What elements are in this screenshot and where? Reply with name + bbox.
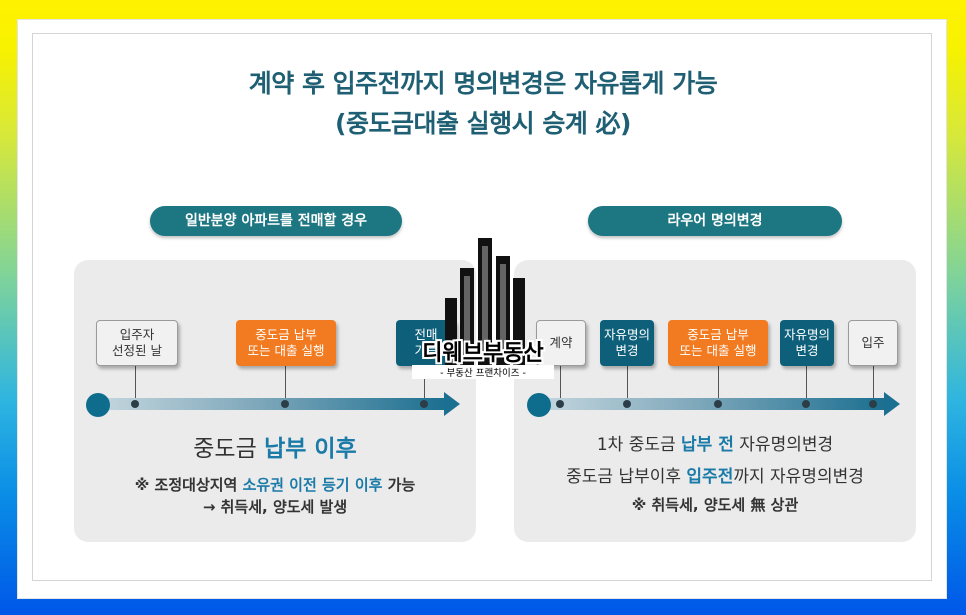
left-timeline-start [86,393,110,417]
left-timeline-dot-3 [420,400,428,408]
left-connector-2 [285,366,286,404]
right-step-payment: 중도금 납부 또는 대출 실행 [668,320,768,366]
right-connector-3 [718,366,719,404]
right-step-name-change-1: 자유명의 변경 [600,320,654,366]
left-connector-1 [135,366,136,404]
right-timeline-dot-2 [623,400,631,408]
right-line-1: 1차 중도금 납부 전 자유명의변경 [514,430,916,455]
left-main-highlight: 납부 이후 [264,436,357,462]
left-timeline-dot-1 [131,400,139,408]
right-line-1-suffix: 자유명의변경 [733,435,834,455]
right-timeline-dot-3 [714,400,722,408]
right-connector-1 [560,366,561,404]
left-main-prefix: 중도금 [193,436,265,462]
left-note-2: → 취득세, 양도세 발생 [202,498,348,516]
left-note-suffix: 가능 [382,476,416,494]
left-step-payment: 중도금 납부 또는 대출 실행 [236,320,336,366]
left-timeline-bar [100,398,446,410]
left-timeline-arrow [444,392,460,416]
right-line-1-prefix: 1차 중도금 [596,435,682,455]
left-main-text: 중도금 납부 이후 [74,429,476,463]
right-connector-2 [627,366,628,404]
right-line-1-highlight: 납부 전 [681,435,734,455]
right-note: ※ 취득세, 양도세 無 상관 [631,496,799,514]
title-line-1: 계약 후 입주전까지 명의변경은 자유롭게 가능 [248,69,718,98]
left-section-pill: 일반분양 아파트를 전매할 경우 [150,206,402,236]
watermark-name: 디웨브부동산 [422,341,544,366]
left-note-highlight: 소유권 이전 등기 이후 [242,476,383,494]
left-note: ※ 조정대상지역 소유권 이전 등기 이후 가능 [74,474,476,495]
right-line-2-prefix: 중도금 납부이후 [566,467,687,487]
right-step-move-in: 입주 [848,320,898,366]
left-connector-3 [424,366,425,404]
left-step-selected-day: 입주자 선정된 날 [96,320,178,366]
building-logo-icon [445,238,525,368]
card-border [32,33,932,581]
right-timeline-dot-1 [556,400,564,408]
right-step-name-change-2: 자유명의 변경 [780,320,834,366]
right-line-2-highlight: 입주전 [686,467,734,487]
right-connector-4 [806,366,807,404]
right-connector-5 [873,366,874,404]
right-line-2-suffix: 까지 자유명의변경 [733,467,864,487]
right-timeline-arrow [884,392,900,416]
right-timeline-dot-4 [802,400,810,408]
right-timeline-bar [540,398,886,410]
watermark-sub: - 부동산 프랜차이즈 - [412,365,554,379]
right-section-pill: 라우어 명의변경 [588,206,842,236]
left-timeline-dot-2 [281,400,289,408]
right-timeline-dot-5 [869,400,877,408]
title-line-2: (중도금대출 실행시 승계 必) [335,109,631,138]
left-note-prefix: ※ 조정대상지역 [134,476,243,494]
right-step-contract: 계약 [536,320,586,366]
right-timeline-start [527,393,551,417]
right-line-2: 중도금 납부이후 입주전까지 자유명의변경 [514,462,916,487]
